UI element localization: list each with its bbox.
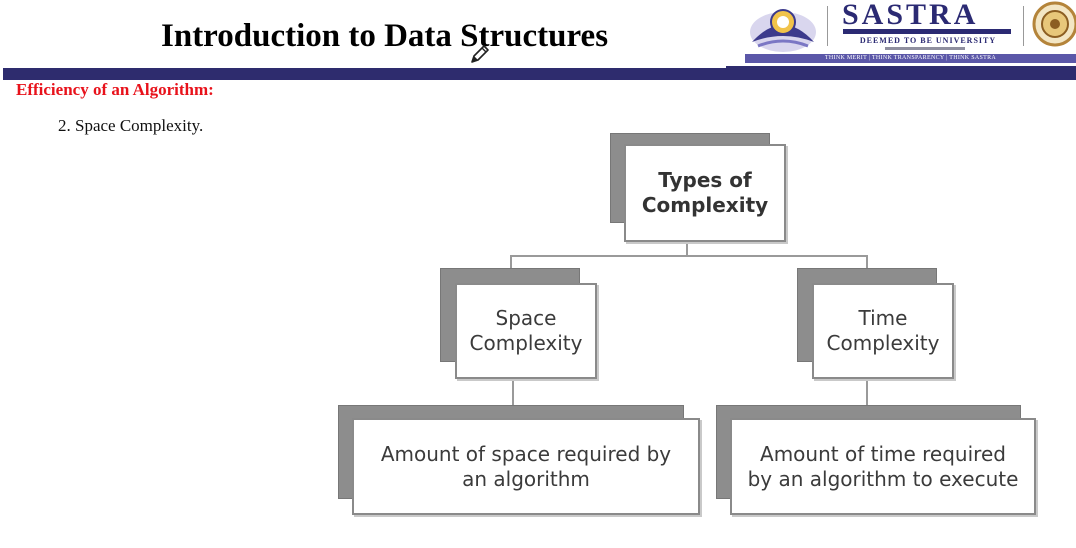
connector-horizontal (510, 255, 867, 257)
connector-root-down (686, 241, 688, 256)
node-right-leaf-line1: Amount of time required (760, 441, 1006, 466)
logo-divider (827, 6, 828, 46)
sastra-emblem-icon (748, 2, 818, 58)
node-right-line2: Complexity (826, 331, 940, 355)
logo-ugc-line (885, 47, 965, 50)
logo-streams-strip (843, 29, 1011, 34)
node-root-line1: Types of (658, 168, 752, 192)
university-seal-icon (1031, 0, 1076, 52)
node-left-leaf-line1: Amount of space required by (380, 441, 672, 466)
node-left-leaf-line2: an algorithm (462, 466, 590, 491)
logo-divider-2 (1023, 6, 1024, 46)
logo-wordmark: SASTRA (842, 0, 979, 31)
connector-left-down (510, 255, 512, 269)
logo-underline-bar (726, 66, 1076, 80)
logo-motto: THINK MERIT | THINK TRANSPARENCY | THINK… (745, 54, 1076, 63)
connector-right-leaf (866, 378, 868, 410)
title-underline-bar (3, 68, 726, 80)
node-types-of-complexity: Types of Complexity (624, 144, 786, 242)
node-left-line2: Complexity (469, 331, 583, 355)
node-space-complexity: Space Complexity (455, 283, 597, 379)
node-space-description: Amount of space required by an algorithm (352, 418, 700, 515)
node-time-description: Amount of time required by an algorithm … (730, 418, 1036, 515)
connector-left-leaf (512, 378, 514, 410)
node-time-complexity: Time Complexity (812, 283, 954, 379)
connector-right-down (866, 255, 868, 269)
sastra-logo: SASTRA DEEMED TO BE UNIVERSITY THINK MER… (745, 0, 1076, 66)
node-root-line2: Complexity (641, 193, 769, 217)
slide-title: Introduction to Data Structures (161, 18, 609, 54)
node-right-leaf-line2: by an algorithm to execute (747, 466, 1019, 491)
node-left-line1: Space (495, 306, 557, 330)
node-right-line1: Time (858, 306, 908, 330)
section-heading: Efficiency of an Algorithm: (16, 80, 214, 99)
numbered-point: 2. Space Complexity. (58, 116, 204, 135)
pen-cursor-icon (468, 42, 492, 66)
logo-deemed-text: DEEMED TO BE UNIVERSITY (859, 36, 997, 45)
